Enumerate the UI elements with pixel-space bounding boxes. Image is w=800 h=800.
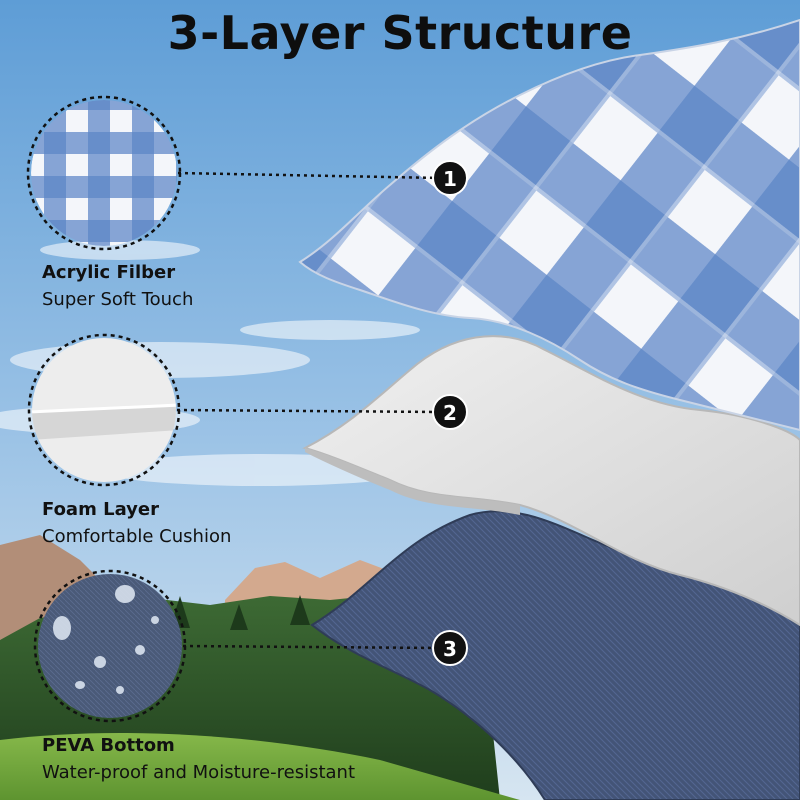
meadow <box>0 732 520 800</box>
acrylic-layer <box>298 18 800 432</box>
connector-2 <box>176 408 441 414</box>
badge-3: 3 <box>432 630 468 666</box>
badge-3-number: 3 <box>443 637 457 661</box>
mountain-left <box>0 535 120 640</box>
layer-2-label: Foam Layer Comfortable Cushion <box>42 499 231 547</box>
connector-1 <box>177 171 441 180</box>
layer-1-name: Acrylic Filber <box>42 262 176 283</box>
detail-circle-foam <box>27 333 181 487</box>
detail-circle-acrylic <box>26 95 182 251</box>
badge-1-number: 1 <box>443 167 457 191</box>
layer-1-label: Acrylic Filber Super Soft Touch <box>42 262 193 310</box>
detail-circle-peva <box>33 569 187 723</box>
layer-3-label: PEVA Bottom Water-proof and Moisture-res… <box>42 735 355 783</box>
connector-3 <box>182 644 441 650</box>
layer-3-name: PEVA Bottom <box>42 735 175 756</box>
badge-1: 1 <box>432 160 468 196</box>
badge-2: 2 <box>432 394 468 430</box>
layer-2-name: Foam Layer <box>42 499 159 520</box>
water-drop-icons <box>53 585 159 694</box>
layer-3-description: Water-proof and Moisture-resistant <box>42 762 356 783</box>
layer-1-description: Super Soft Touch <box>42 289 194 310</box>
layer-2-description: Comfortable Cushion <box>42 526 232 547</box>
page-title: 3-Layer Structure <box>167 6 633 60</box>
foam-edge <box>305 448 520 515</box>
badge-2-number: 2 <box>443 401 457 425</box>
